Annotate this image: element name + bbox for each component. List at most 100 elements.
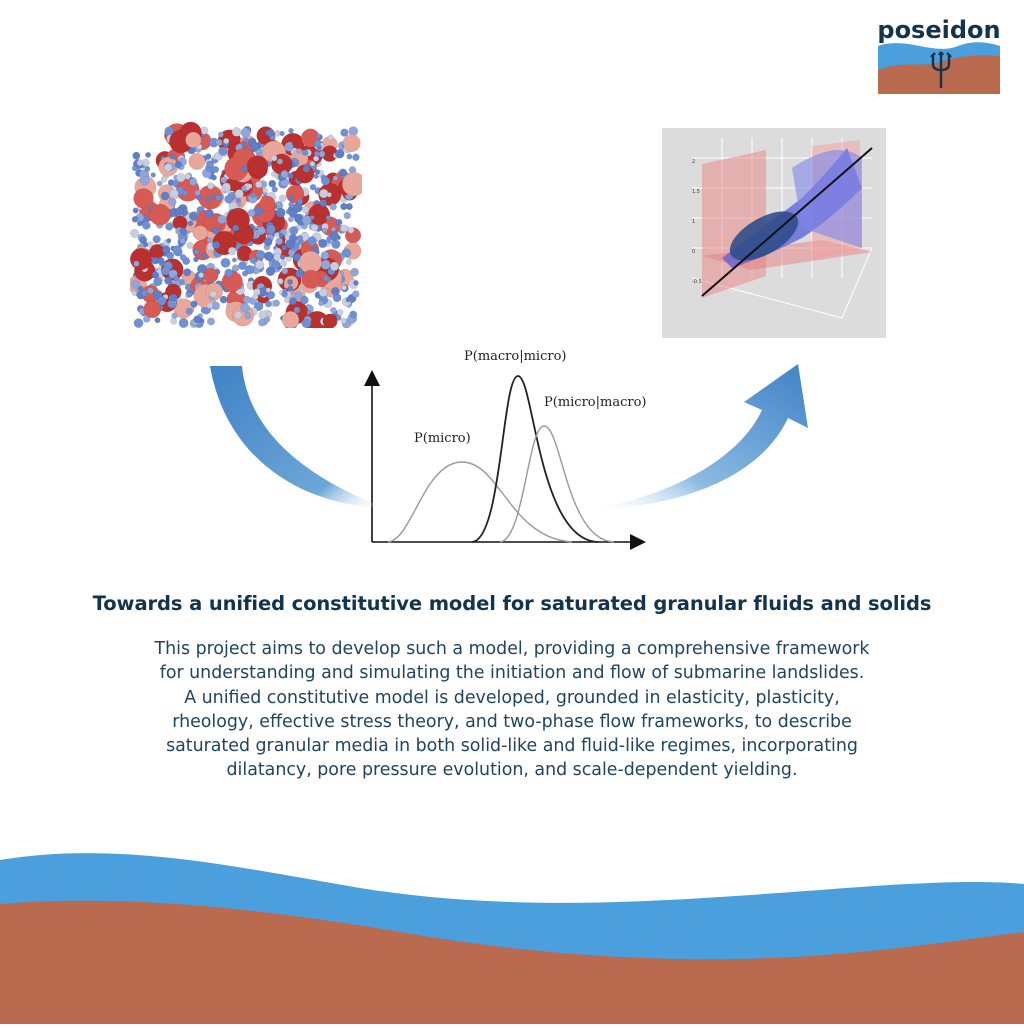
left-curved-arrow — [190, 358, 390, 518]
particle — [281, 267, 289, 275]
particle — [188, 153, 206, 170]
particle — [194, 189, 201, 196]
particle — [279, 130, 285, 137]
particle — [241, 143, 247, 149]
particle — [350, 267, 359, 277]
particle — [340, 317, 347, 325]
particle — [329, 231, 340, 241]
particle — [249, 256, 257, 264]
particle — [300, 295, 309, 305]
particle — [179, 254, 187, 261]
particle — [258, 318, 267, 327]
particle — [220, 186, 226, 193]
particle — [240, 302, 250, 313]
particle — [330, 306, 337, 314]
particle — [279, 254, 286, 260]
particle — [211, 174, 217, 181]
particle — [173, 275, 179, 282]
particle — [262, 187, 268, 194]
particle — [164, 276, 173, 285]
particle — [179, 227, 187, 236]
particle — [231, 264, 240, 272]
particle — [169, 293, 178, 303]
particle — [339, 168, 347, 177]
particle — [322, 313, 338, 329]
particle — [156, 180, 163, 187]
particle — [353, 280, 359, 286]
particle — [187, 220, 194, 227]
particle — [313, 139, 321, 148]
particle — [322, 275, 329, 281]
particle — [187, 291, 193, 298]
particle — [340, 128, 349, 137]
particle — [301, 149, 309, 156]
particle — [288, 173, 294, 179]
curve-p-micro — [387, 461, 573, 543]
particle — [217, 131, 224, 138]
particle — [340, 202, 348, 211]
particle — [288, 195, 295, 201]
particle — [259, 195, 276, 213]
particle — [152, 235, 161, 244]
particle — [247, 209, 256, 217]
particle — [190, 300, 198, 308]
particle — [278, 194, 287, 203]
particle — [131, 165, 138, 172]
particle — [153, 277, 163, 287]
particle — [231, 257, 237, 263]
particle — [215, 138, 223, 147]
particle — [250, 192, 257, 199]
particle — [345, 259, 352, 265]
particle — [335, 218, 343, 226]
particle — [234, 189, 244, 199]
particle — [310, 223, 319, 232]
svg-text:1.5: 1.5 — [692, 189, 700, 195]
trident-icon — [930, 51, 952, 88]
particle — [266, 311, 273, 317]
particle — [226, 207, 250, 232]
particle — [183, 268, 192, 277]
particle — [240, 127, 251, 138]
particle — [265, 266, 276, 277]
particle — [287, 285, 294, 291]
particle — [315, 133, 321, 139]
particle — [288, 297, 297, 306]
particle — [218, 146, 228, 156]
particle — [201, 252, 208, 259]
particle — [277, 277, 284, 285]
particle — [157, 257, 165, 265]
particle — [288, 127, 294, 134]
particle — [219, 295, 228, 304]
particle — [132, 151, 141, 160]
particle — [247, 183, 253, 189]
description-line: dilatancy, pore pressure evolution, and … — [226, 760, 798, 781]
particle — [154, 317, 161, 324]
particle — [266, 128, 275, 137]
particle — [209, 290, 217, 298]
particle — [252, 293, 259, 300]
particle — [165, 222, 174, 231]
particle — [347, 226, 355, 234]
particle — [149, 203, 171, 226]
particle — [322, 227, 328, 234]
particle — [212, 240, 221, 250]
particle — [139, 236, 148, 245]
particle — [166, 251, 175, 260]
particle — [293, 306, 301, 314]
logo-text: poseidon — [878, 16, 1000, 44]
particle — [307, 236, 317, 246]
particle — [263, 251, 274, 261]
particle — [336, 309, 344, 316]
particle — [287, 279, 294, 285]
particle — [271, 186, 278, 193]
particle — [318, 238, 328, 249]
particle — [253, 301, 264, 312]
particle — [129, 247, 153, 271]
particle — [352, 153, 360, 162]
particle — [301, 318, 312, 329]
particle — [301, 215, 312, 226]
right-curved-arrow — [580, 358, 820, 518]
particle — [217, 214, 227, 225]
particle — [275, 201, 282, 207]
